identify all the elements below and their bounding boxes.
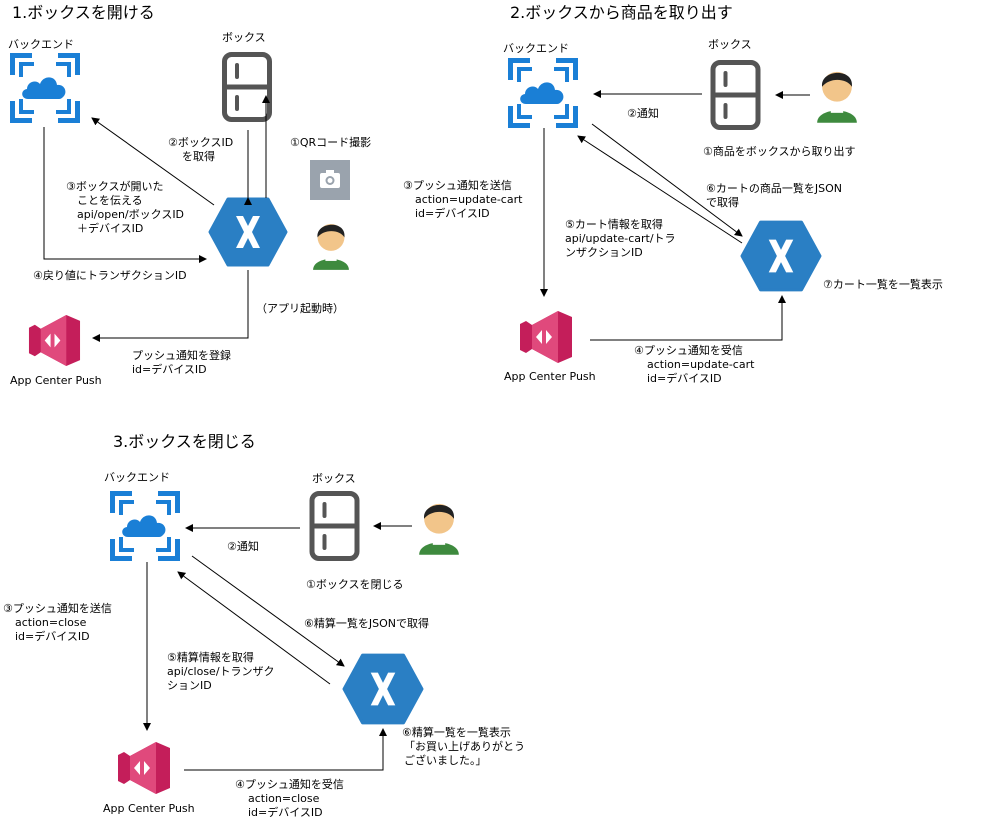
section-title: 2.ボックスから商品を取り出す	[510, 3, 733, 22]
app-center-push-icon	[520, 311, 572, 363]
step5-label-line3: ションID	[167, 679, 212, 692]
backend-label: バックエンド	[8, 38, 74, 51]
step3-label-line4: ＋デバイスID	[77, 221, 143, 235]
acp-label: App Center Push	[504, 370, 596, 383]
step2-label-line2: を取得	[182, 150, 215, 163]
push-register-line1: プッシュ通知を登録	[132, 348, 231, 362]
step5-label-line3: ンザクションID	[565, 246, 643, 259]
box-label: ボックス	[708, 38, 752, 51]
step2-label: ②通知	[227, 539, 259, 553]
backend-label: バックエンド	[503, 42, 569, 55]
step5-label-line1: ⑤精算情報を取得	[167, 650, 254, 664]
push-register-line2: id=デバイスID	[132, 362, 207, 376]
arrow-cart-json	[591, 123, 743, 237]
arrow-transaction	[43, 127, 207, 263]
step4-label-line3: id=デバイスID	[248, 805, 323, 819]
azure-cloud-service-icon	[110, 491, 180, 561]
user-icon	[817, 71, 857, 123]
backend-label: バックエンド	[104, 471, 170, 484]
arrow-receive-push	[590, 295, 786, 341]
step3-label-line2: ことを伝える	[77, 194, 143, 207]
app-center-push-icon	[118, 742, 170, 794]
locker-icon	[312, 494, 357, 559]
step4-label-line2: action=update-cart	[647, 358, 755, 371]
box-label: ボックス	[312, 472, 356, 485]
step3-label-line1: ③プッシュ通知を送信	[3, 601, 112, 615]
step3-label-line1: ③ボックスが開いた	[66, 179, 164, 193]
app-launch-label: （アプリ起動時）	[256, 301, 344, 315]
arrow-settlement-json	[191, 555, 345, 667]
section-open-box: 1.ボックスを開ける バックエンド ボックス App Center Push ①…	[8, 3, 371, 387]
camera-icon	[310, 160, 350, 200]
section-title: 3.ボックスを閉じる	[113, 432, 256, 451]
step1-label: ①商品をボックスから取り出す	[703, 144, 856, 158]
app-center-push-icon	[28, 314, 81, 367]
step4-label-line1: ④プッシュ通知を受信	[634, 343, 743, 357]
arrow-receive-push	[184, 728, 387, 771]
step3-label-line3: api/open/ボックスID	[77, 208, 184, 221]
step1-label: ①ボックスを閉じる	[306, 578, 404, 591]
xamarin-icon	[740, 220, 822, 292]
user-icon	[313, 223, 349, 270]
step1-label: ①QRコード撮影	[290, 135, 371, 149]
step7-label: ⑦カート一覧を一覧表示	[823, 277, 943, 291]
step3-label-line2: action=update-cart	[415, 193, 523, 206]
arrow-open-notify	[91, 117, 215, 206]
step3-label-line3: id=デバイスID	[15, 629, 90, 643]
step4-label-line3: id=デバイスID	[647, 371, 722, 385]
arrow-get-cart	[577, 135, 743, 244]
step7-label-line1: ⑥精算一覧を一覧表示	[402, 725, 511, 739]
section-title: 1.ボックスを開ける	[12, 3, 155, 22]
step7-label-line2: 「お買い上げありがとう	[404, 739, 525, 753]
step4-label-line2: action=close	[248, 792, 320, 805]
locker-icon	[713, 63, 758, 128]
step3-label-line2: action=close	[15, 616, 87, 629]
step5-label-line1: ⑤カート情報を取得	[565, 218, 663, 231]
step4-label: ④戻り値にトランザクションID	[33, 269, 187, 282]
step5-label-line2: api/update-cart/トラ	[565, 232, 676, 245]
step6-label-line1: ⑥カートの商品一覧をJSON	[706, 181, 842, 195]
user-icon	[419, 503, 459, 555]
section-close-box: 3.ボックスを閉じる バックエンド ボックス App Center Push ①…	[3, 432, 525, 819]
step3-label-line1: ③プッシュ通知を送信	[403, 178, 512, 192]
step6-label-line2: で取得	[706, 196, 739, 209]
step7-label-line3: ございました。」	[404, 753, 487, 767]
step4-label-line1: ④プッシュ通知を受信	[235, 777, 344, 791]
xamarin-icon	[342, 653, 424, 725]
azure-cloud-service-icon	[10, 53, 80, 123]
step6-label: ⑥精算一覧をJSONで取得	[304, 616, 429, 630]
arrow-push-register	[92, 270, 249, 342]
section-take-item: 2.ボックスから商品を取り出す バックエンド ボックス App Center P…	[403, 3, 943, 385]
step2-label: ②通知	[627, 106, 659, 120]
box-label: ボックス	[222, 31, 266, 44]
step3-label-line3: id=デバイスID	[415, 206, 490, 220]
step2-label-line1: ②ボックスID	[168, 136, 233, 149]
acp-label: App Center Push	[10, 374, 102, 387]
azure-cloud-service-icon	[508, 58, 578, 128]
locker-icon	[225, 55, 270, 120]
xamarin-icon	[208, 197, 288, 267]
acp-label: App Center Push	[103, 802, 195, 815]
arrow-get-settlement	[177, 571, 331, 685]
step5-label-line2: api/close/トランザク	[167, 665, 275, 678]
